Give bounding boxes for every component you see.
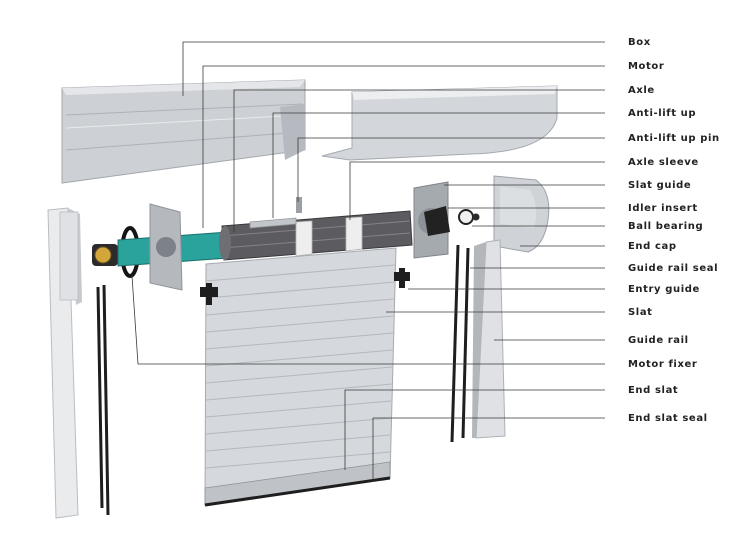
- label-end-slat-seal: End slat seal: [628, 413, 708, 424]
- leader-lines: [131, 41, 605, 482]
- label-motor-fixer: Motor fixer: [628, 359, 697, 370]
- part-labels: Box Motor Axle Anti-lift up Anti-lift up…: [628, 37, 720, 424]
- label-axle: Axle: [628, 85, 655, 96]
- label-idler-insert: Idler insert: [628, 203, 698, 214]
- label-entry-guide: Entry guide: [628, 284, 700, 295]
- label-axle-sleeve: Axle sleeve: [628, 157, 699, 168]
- curtain-part: [204, 247, 397, 507]
- end-slat-seal-part: [204, 476, 391, 507]
- right-seal-strip-2: [461, 247, 470, 439]
- entry-guide-right: [394, 268, 410, 288]
- label-end-slat: End slat: [628, 385, 678, 396]
- right-guide-rail-part: [472, 239, 506, 439]
- label-ball-bearing: Ball bearing: [628, 221, 703, 232]
- label-guide-rail-seal: Guide rail seal: [628, 263, 718, 274]
- label-end-cap: End cap: [628, 241, 677, 252]
- right-seal-strip-1: [450, 244, 460, 443]
- label-anti-lift-up: Anti-lift up: [628, 108, 696, 119]
- label-slat: Slat: [628, 307, 653, 318]
- parts-illustration: [47, 79, 558, 519]
- box-front-part: [321, 85, 558, 161]
- end-cap-part: [493, 175, 550, 253]
- left-seal-strip-2: [102, 284, 110, 516]
- label-slat-guide: Slat guide: [628, 180, 691, 191]
- left-guide-rail-part: [47, 207, 82, 519]
- left-seal-strip-1: [96, 286, 104, 509]
- idler-insert-part: [424, 206, 450, 236]
- axle-sleeve-1: [295, 220, 313, 257]
- axle-sleeve-2: [345, 216, 363, 252]
- label-motor: Motor: [628, 61, 664, 72]
- box-part: [61, 79, 306, 184]
- label-box: Box: [628, 37, 651, 48]
- label-guide-rail: Guide rail: [628, 335, 689, 346]
- label-anti-lift-up-pin: Anti-lift up pin: [628, 133, 720, 144]
- anti-lift-up-part: [249, 217, 297, 229]
- entry-guide-left: [200, 283, 218, 305]
- ball-bearing-part: [458, 209, 474, 225]
